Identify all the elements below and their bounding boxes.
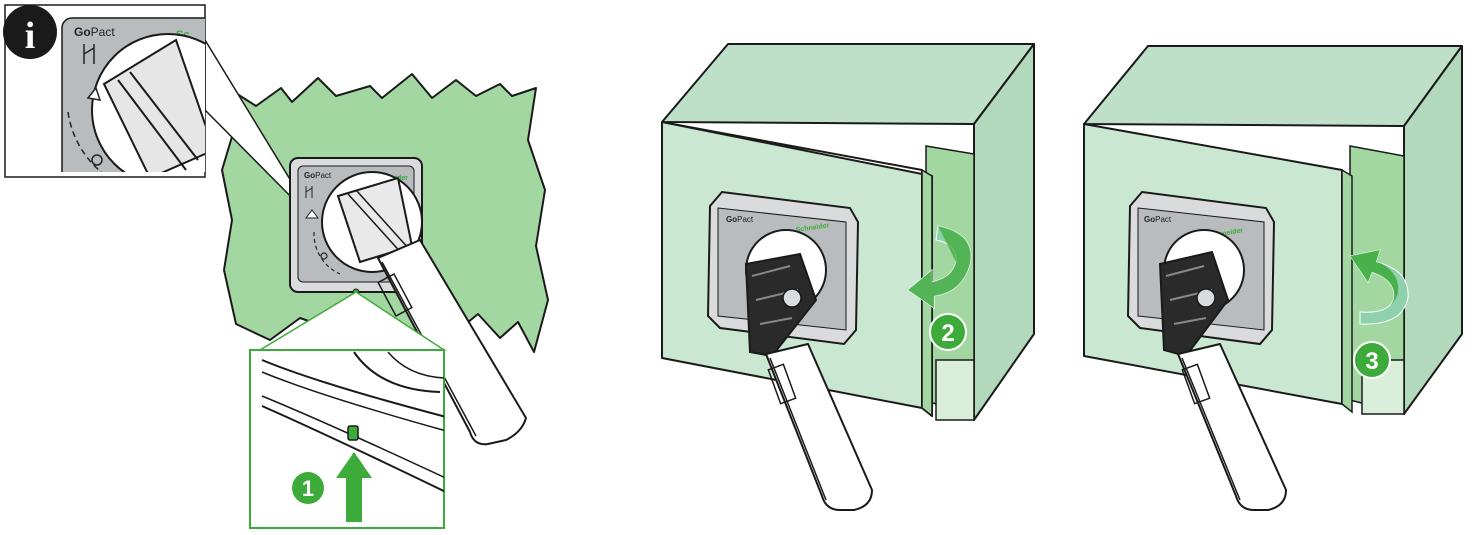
panel-1-unlock-step: GoPact Schneider GoPact Sc — [3, 5, 548, 528]
brand-pact: Pact — [315, 171, 332, 180]
lock-slot — [348, 426, 358, 440]
brand-go: Go — [304, 171, 315, 180]
panel-3-close-door: GoPact Schneider 3 — [1084, 46, 1462, 510]
inset-bottom-zoom: 1 — [250, 350, 450, 528]
brand-pact: Pact — [737, 215, 754, 224]
svg-text:GoPact: GoPact — [304, 171, 332, 180]
step-2-number: 2 — [941, 320, 954, 347]
svg-text:GoPact: GoPact — [1144, 215, 1172, 224]
step-3-number: 3 — [1365, 348, 1378, 375]
info-icon: i — [3, 5, 57, 59]
step-1-number: 1 — [302, 476, 314, 501]
panel-2-open-door: GoPact Schneider 2 — [662, 44, 1034, 510]
svg-text:GoPact: GoPact — [726, 215, 754, 224]
brand-go: Go — [1144, 215, 1155, 224]
inset-brand-pact: Pact — [91, 25, 116, 39]
svg-text:GoPact: GoPact — [74, 25, 115, 39]
brand-go: Go — [726, 215, 737, 224]
brand-pact: Pact — [1155, 215, 1172, 224]
inset-brand-go: Go — [74, 25, 91, 39]
enclosure-top — [662, 44, 1034, 124]
info-glyph: i — [25, 15, 36, 57]
enclosure-top — [1084, 46, 1462, 126]
